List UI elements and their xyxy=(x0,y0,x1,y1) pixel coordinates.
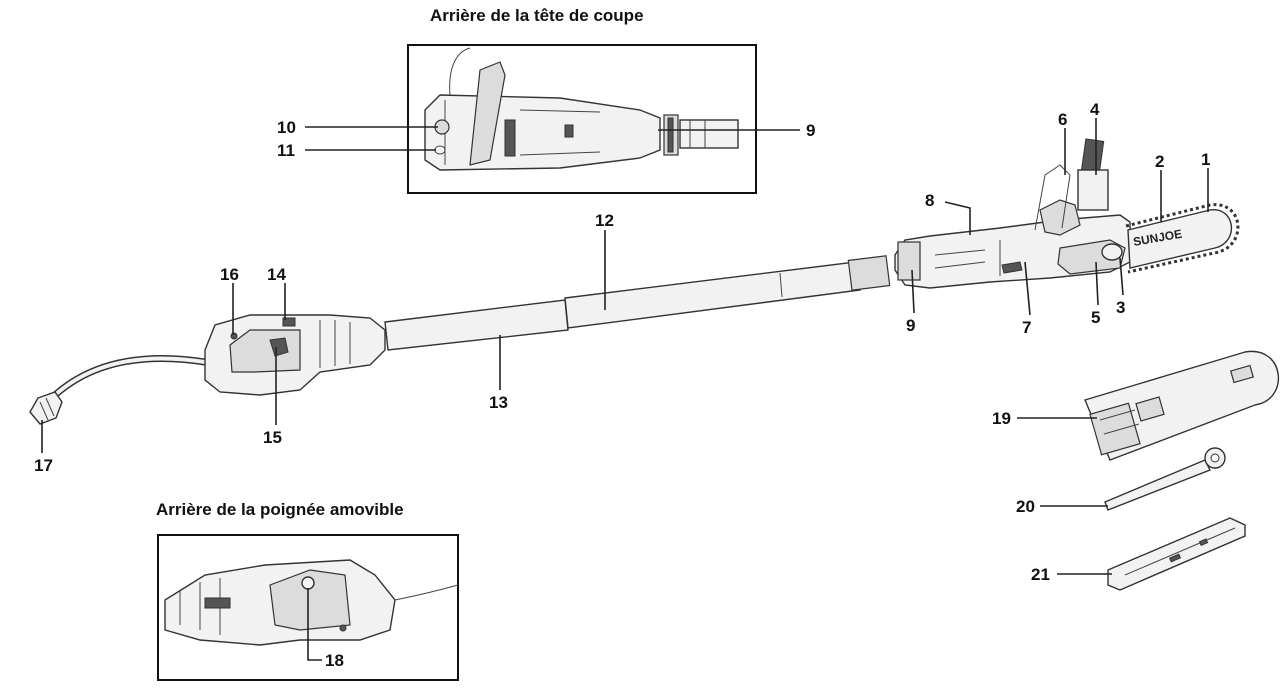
combination-wrench xyxy=(1104,447,1226,511)
callout-9-inset: 9 xyxy=(806,121,815,140)
callout-18: 18 xyxy=(325,651,344,670)
caption-cutting-head-rear: Arrière de la tête de coupe xyxy=(430,6,644,25)
guide-bar xyxy=(1107,517,1246,591)
callout-19: 19 xyxy=(992,409,1011,428)
leader-lines xyxy=(41,118,1209,661)
power-cord xyxy=(29,354,206,425)
rear-handle xyxy=(204,314,386,396)
callout-21: 21 xyxy=(1031,565,1050,584)
callout-15: 15 xyxy=(263,428,282,447)
callout-1: 1 xyxy=(1201,150,1210,169)
callout-14: 14 xyxy=(267,265,286,284)
callout-12: 12 xyxy=(595,211,614,230)
callout-11: 11 xyxy=(277,141,295,160)
telescopic-pole xyxy=(384,255,891,351)
callout-13: 13 xyxy=(489,393,508,412)
inset-cutting-head-rear xyxy=(407,44,757,194)
cutting-head: SUNJOE xyxy=(894,138,1240,289)
callout-4: 4 xyxy=(1090,100,1100,119)
callout-3: 3 xyxy=(1116,298,1125,317)
callout-6: 6 xyxy=(1058,110,1067,129)
callout-numbers: 1 2 3 4 5 6 7 8 9 9 10 11 12 13 14 15 16… xyxy=(34,100,1210,670)
callout-5: 5 xyxy=(1091,308,1100,327)
callout-16: 16 xyxy=(220,265,239,284)
callout-10: 10 xyxy=(277,118,296,137)
plug xyxy=(29,391,63,425)
callout-2: 2 xyxy=(1155,152,1164,171)
callout-17: 17 xyxy=(34,456,53,475)
callout-8: 8 xyxy=(925,191,934,210)
callout-7: 7 xyxy=(1022,318,1031,337)
callout-20: 20 xyxy=(1016,497,1035,516)
caption-removable-handle-rear: Arrière de la poignée amovible xyxy=(156,500,404,519)
callout-9-head: 9 xyxy=(906,316,915,335)
bar-scabbard xyxy=(1084,350,1279,461)
